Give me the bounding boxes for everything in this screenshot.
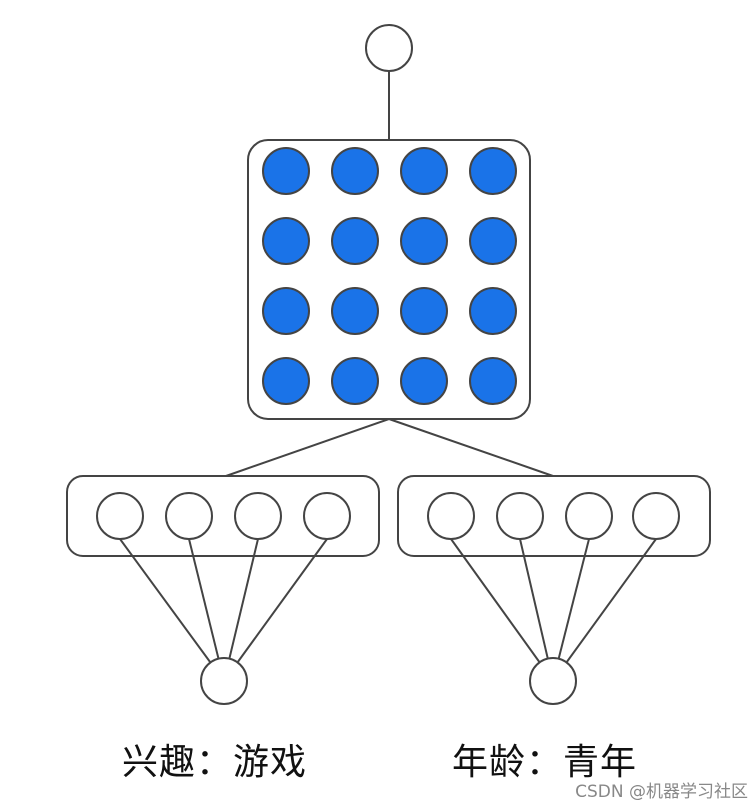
cross-unit-node <box>400 357 448 405</box>
cross-unit-node <box>469 147 517 195</box>
output-node <box>365 24 413 72</box>
input-link-line <box>519 538 554 682</box>
feature-label-age: 年龄：青年 <box>452 742 638 783</box>
connection-lines <box>119 71 657 682</box>
watermark-text: CSDN @机器学习社区 <box>575 782 748 802</box>
embedding-unit-node <box>427 492 475 540</box>
input-feature-node <box>200 657 248 705</box>
input-feature-node <box>529 657 577 705</box>
embedding-unit-node <box>96 492 144 540</box>
embedding-unit-node <box>496 492 544 540</box>
cross-unit-node <box>331 287 379 335</box>
embedding-unit-node <box>565 492 613 540</box>
cross-unit-node <box>469 217 517 265</box>
cross-unit-node <box>331 357 379 405</box>
embedding-unit-node <box>165 492 213 540</box>
cross-unit-node <box>262 147 310 195</box>
input-link-line <box>552 538 590 682</box>
cross-unit-node <box>400 147 448 195</box>
network-nodes <box>96 24 680 705</box>
input-link-line <box>188 538 225 682</box>
embedding-unit-node <box>303 492 351 540</box>
input-link-line <box>119 538 225 682</box>
embedding-link-line <box>388 418 554 477</box>
cross-unit-node <box>262 357 310 405</box>
input-link-line <box>223 538 328 682</box>
input-link-line <box>223 538 259 682</box>
cross-unit-node <box>400 287 448 335</box>
embedding-unit-node <box>632 492 680 540</box>
embedding-unit-node <box>234 492 282 540</box>
input-link-line <box>450 538 554 682</box>
cross-unit-node <box>400 217 448 265</box>
layer-boxes <box>66 139 711 557</box>
cross-layer-box <box>247 139 531 420</box>
cross-unit-node <box>262 217 310 265</box>
embedding-box <box>397 475 711 557</box>
input-link-line <box>552 538 657 682</box>
embedding-box <box>66 475 380 557</box>
cross-unit-node <box>469 357 517 405</box>
embedding-link-line <box>225 418 390 477</box>
feature-label-interest: 兴趣：游戏 <box>122 742 308 783</box>
cross-unit-node <box>331 217 379 265</box>
cross-unit-node <box>262 287 310 335</box>
cross-unit-node <box>331 147 379 195</box>
cross-unit-node <box>469 287 517 335</box>
